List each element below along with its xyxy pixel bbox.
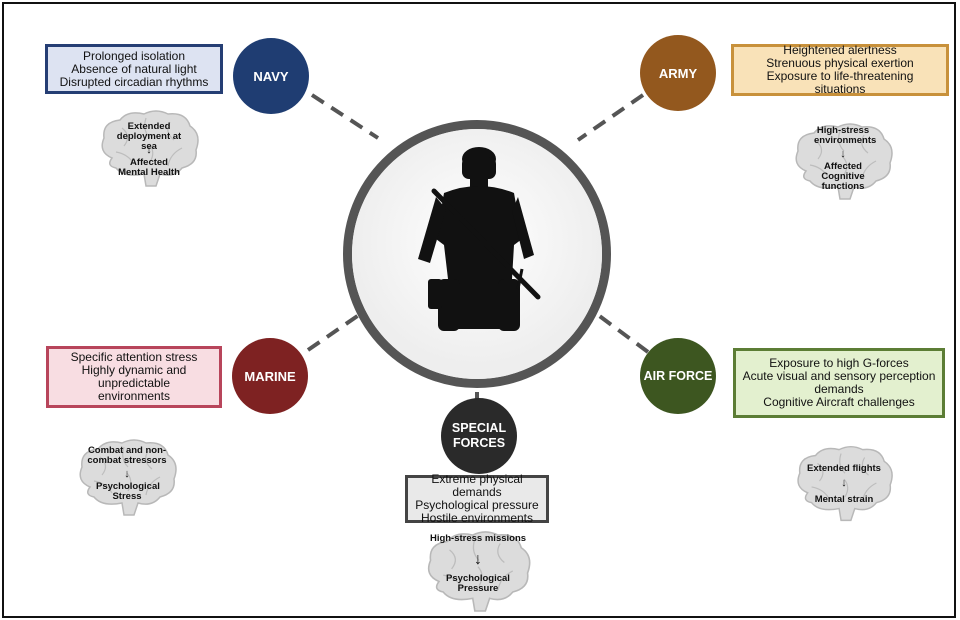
air-force-stressor: Exposure to high G-forces xyxy=(769,356,909,370)
soldier-silhouette-icon xyxy=(352,129,602,379)
navy-label: NAVY xyxy=(253,68,289,84)
army-brain-effect: Affected Cognitive functions xyxy=(821,161,865,192)
special-forces-brain-cause: High-stress missions xyxy=(429,533,527,544)
air-force-brain-effect: Mental strain xyxy=(814,494,874,505)
marine-connector xyxy=(306,304,374,352)
special-forces-stressor: Hostile environments xyxy=(420,511,534,525)
marine-stressor: Highly dynamic and unpredictable environ… xyxy=(81,363,187,403)
brain-icon xyxy=(101,110,199,187)
air-force-brain-cause: Extended flights xyxy=(807,463,881,474)
air-force-label: AIR FORCE xyxy=(643,369,713,383)
marine-brain-cause: Combat and non-combat stressors xyxy=(87,445,167,466)
navy-stressors-box: Prolonged isolation Absence of natural l… xyxy=(45,44,223,94)
navy-brain: Extended deployment at sea ↓ Affected Me… xyxy=(94,108,204,190)
brain-icon xyxy=(427,531,531,612)
marine-stressors-box: Specific attention stress Highly dynamic… xyxy=(46,346,222,408)
navy-stressor: Prolonged isolation xyxy=(82,48,186,63)
navy-brain-effect: Affected Mental Health xyxy=(118,157,180,178)
down-arrow-icon: ↓ xyxy=(840,148,846,160)
army-brain-cause: High-stress environments xyxy=(814,125,877,146)
navy-stressor: Absence of natural light xyxy=(71,61,197,76)
special-forces-node: SPECIAL FORCES xyxy=(441,398,517,474)
down-arrow-icon: ↓ xyxy=(474,551,482,568)
marine-label: MARINE xyxy=(244,368,296,384)
down-arrow-icon: ↓ xyxy=(146,144,152,156)
down-arrow-icon: ↓ xyxy=(841,477,847,489)
army-stressor: Strenuous physical exertion xyxy=(766,56,914,70)
navy-brain-cause: Extended deployment at sea xyxy=(116,121,182,152)
down-arrow-icon: ↓ xyxy=(124,468,130,480)
army-connector xyxy=(576,93,645,142)
brain-icon xyxy=(797,445,893,522)
marine-node: MARINE xyxy=(232,338,308,414)
brain-icon xyxy=(795,123,893,200)
air-force-stressors-box: Exposure to high G-forces Acute visual a… xyxy=(733,348,945,418)
special-forces-stressor: Psychological pressure xyxy=(415,498,539,512)
air-force-node: AIR FORCE xyxy=(640,338,716,414)
marine-stressor: Specific attention stress xyxy=(70,350,198,364)
army-stressors-box: Heightened alertness Strenuous physical … xyxy=(731,44,949,96)
marine-brain: Combat and non-combat stressors ↓ Psycho… xyxy=(72,434,182,522)
army-label: ARMY xyxy=(658,65,698,81)
army-stressor: Exposure to life-threatening situations xyxy=(766,69,914,96)
marine-brain-effect: Psychological Stress xyxy=(96,481,160,502)
navy-stressor: Disrupted circadian rhythms xyxy=(59,74,209,89)
special-forces-stressors-box: Extreme physical demands Psychological p… xyxy=(405,472,549,525)
special-forces-brain: High-stress missions ↓ Psychological Pre… xyxy=(420,528,536,616)
army-node: ARMY xyxy=(640,35,716,111)
special-forces-stressor: Extreme physical demands xyxy=(431,472,523,499)
brain-icon xyxy=(79,439,177,516)
air-force-stressor: Cognitive Aircraft challenges xyxy=(763,395,915,409)
air-force-brain: Extended flights ↓ Mental strain xyxy=(790,440,898,528)
special-forces-brain-effect: Psychological Pressure xyxy=(446,573,510,594)
navy-node: NAVY xyxy=(233,38,309,114)
air-force-stressor: Acute visual and sensory perception dema… xyxy=(742,369,936,396)
special-forces-label: SPECIAL FORCES xyxy=(451,421,507,450)
navy-connector xyxy=(310,93,380,140)
center-circle xyxy=(343,120,611,388)
army-stressor: Heightened alertness xyxy=(783,43,897,57)
air-force-connector xyxy=(584,304,650,354)
army-brain: High-stress environments ↓ Affected Cogn… xyxy=(788,118,898,206)
